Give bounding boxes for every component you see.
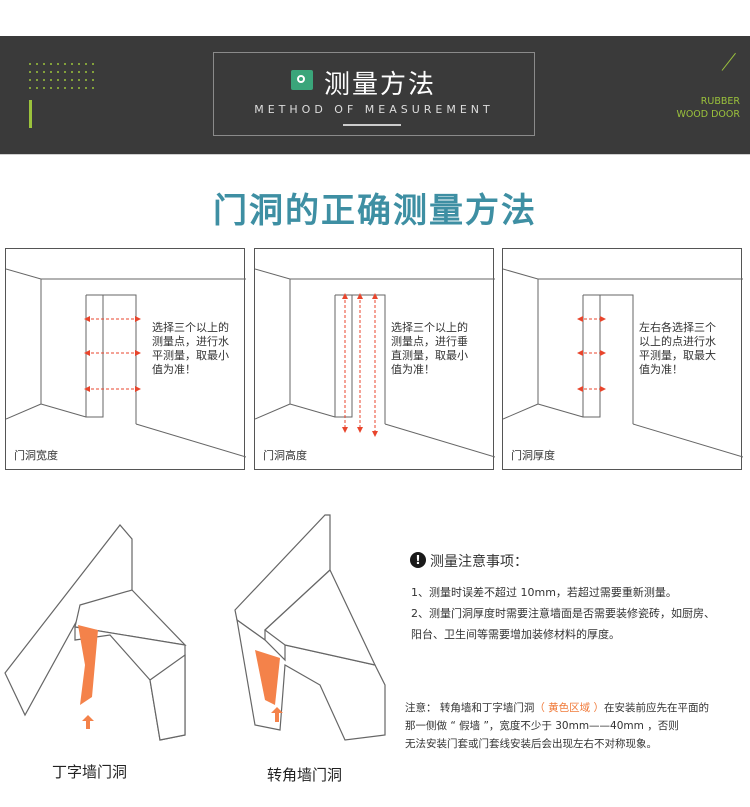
dot-decoration xyxy=(43,63,45,65)
dot-decoration xyxy=(50,87,52,89)
dot-decoration xyxy=(57,71,59,73)
dot-decoration xyxy=(43,87,45,89)
notice-line-1-a: 注意： 转角墙和丁字墙门洞 xyxy=(405,702,535,714)
corner-wall-illustration xyxy=(234,514,386,741)
dot-decoration xyxy=(57,87,59,89)
dot-decoration xyxy=(29,87,31,89)
dot-decoration xyxy=(92,87,94,89)
door-width-illustration xyxy=(6,268,246,458)
header-title: 测量方法 xyxy=(324,70,437,100)
header-divider-light xyxy=(0,154,750,155)
dot-decoration xyxy=(92,79,94,81)
dot-decoration xyxy=(78,71,80,73)
dot-decoration xyxy=(64,79,66,81)
t-wall-illustration xyxy=(4,524,187,741)
notice-line-1-b: 在安装前应先在平面的 xyxy=(604,702,710,714)
dot-decoration xyxy=(29,71,31,73)
panel-label: 门洞宽度 xyxy=(14,449,58,462)
panel-label: 门洞厚度 xyxy=(511,449,555,462)
notice-line-2: 那一侧做 “ 假墙 ”，宽度不少于 30mm——40mm ，否则 xyxy=(405,720,679,732)
dot-decoration xyxy=(78,63,80,65)
warning-icon: ! xyxy=(410,552,426,568)
note-item-2-line-1: 2、测量门洞厚度时需要注意墙面是否需要装修瓷砖，如厨房、 xyxy=(411,607,715,620)
panel-label: 门洞高度 xyxy=(263,449,307,462)
panel-door-thickness: 左右各选择三个 以上的点进行水 平测量，取最大 值为准！ 门洞厚度 xyxy=(502,248,743,470)
dot-decoration xyxy=(78,79,80,81)
note-item-2-line-2: 阳台、卫生间等需要增加装修材料的厚度。 xyxy=(411,628,620,641)
header-underline xyxy=(343,124,401,126)
panel-note: 左右各选择三个 以上的点进行水 平测量，取最大 值为准！ xyxy=(639,321,716,376)
panel-door-width: 选择三个以上的 测量点，进行水 平测量，取最小 值为准！ 门洞宽度 xyxy=(5,248,246,470)
dot-decoration xyxy=(85,79,87,81)
dot-decoration xyxy=(36,71,38,73)
caption-corner-wall: 转角墙门洞 xyxy=(267,766,343,784)
note-item-1: 1、测量时误差不超过 10mm，若超过需要重新测量。 xyxy=(411,586,677,599)
dot-decoration xyxy=(71,71,73,73)
dot-decoration xyxy=(29,79,31,81)
dot-decoration xyxy=(92,71,94,73)
dot-decoration xyxy=(71,63,73,65)
notes-title: 测量注意事项： xyxy=(430,554,528,570)
dot-decoration xyxy=(43,71,45,73)
dot-decoration xyxy=(36,87,38,89)
dot-decoration xyxy=(50,63,52,65)
dot-decoration xyxy=(85,71,87,73)
dot-decoration xyxy=(92,63,94,65)
notice-highlight: （ 黄色区域 ） xyxy=(534,702,605,714)
dot-decoration xyxy=(43,79,45,81)
dot-decoration xyxy=(57,79,59,81)
door-thickness-illustration xyxy=(503,268,743,458)
dot-decoration xyxy=(85,63,87,65)
main-heading: 门洞的正确测量方法 xyxy=(213,191,537,231)
header-subtitle: METHOD OF MEASUREMENT xyxy=(254,103,494,116)
dot-grid-decoration xyxy=(0,0,94,89)
dot-decoration xyxy=(57,63,59,65)
brand-line-1: RUBBER xyxy=(700,96,740,107)
header-title-frame xyxy=(213,52,535,136)
door-height-illustration xyxy=(255,268,495,458)
panel-door-height: 选择三个以上的 测量点，进行垂 直测量，取最小 值为准！ 门洞高度 xyxy=(254,248,495,470)
caption-t-wall: 丁字墙门洞 xyxy=(52,763,128,781)
camera-icon xyxy=(291,70,313,90)
dot-decoration xyxy=(64,63,66,65)
brand-line-2: WOOD DOOR xyxy=(676,109,740,120)
panel-note: 选择三个以上的 测量点，进行水 平测量，取最小 值为准！ xyxy=(152,321,229,376)
dot-decoration xyxy=(85,87,87,89)
dot-decoration xyxy=(71,79,73,81)
dot-decoration xyxy=(50,79,52,81)
dot-decoration xyxy=(29,63,31,65)
panel-note: 选择三个以上的 测量点，进行垂 直测量，取最小 值为准！ xyxy=(391,321,468,376)
header-divider xyxy=(0,152,750,154)
dot-decoration xyxy=(36,79,38,81)
dot-decoration xyxy=(50,71,52,73)
header-band xyxy=(0,36,750,152)
green-accent-bar xyxy=(29,100,32,128)
dot-decoration xyxy=(71,87,73,89)
dot-decoration xyxy=(78,87,80,89)
notice-line-1: 注意： 转角墙和丁字墙门洞（ 黄色区域 ）在安装前应先在平面的 xyxy=(405,700,709,715)
notice-line-3: 无法安装门套或门套线安装后会出现左右不对称现象。 xyxy=(405,738,657,750)
dot-decoration xyxy=(64,71,66,73)
dot-decoration xyxy=(64,87,66,89)
dot-decoration xyxy=(36,63,38,65)
